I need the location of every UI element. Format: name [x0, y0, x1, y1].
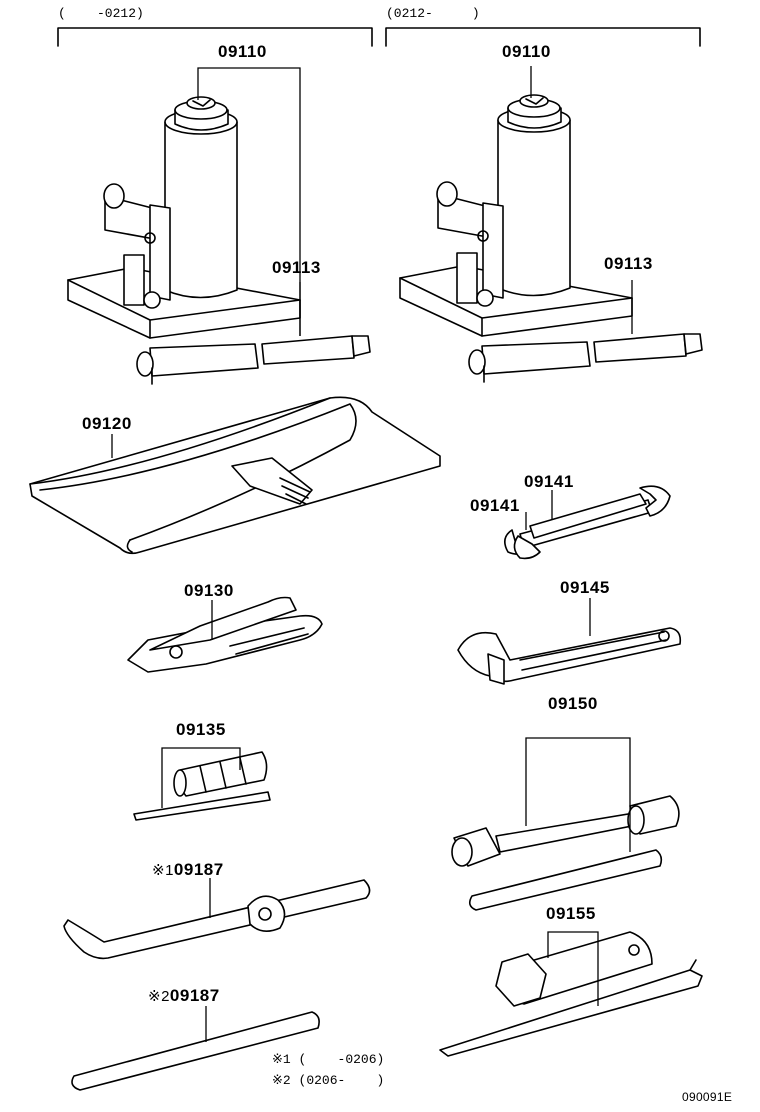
note-1: ※1 ( -0206) [272, 1052, 384, 1067]
part-number-handle-bar-2: 09187 [169, 986, 220, 1005]
note-2-text: (0206- ) [298, 1073, 385, 1088]
part-label-wheel-nut-wrench: 09150 [548, 694, 598, 713]
note-1-mark: ※1 [272, 1052, 291, 1067]
part-label-plug-wrench: 09155 [546, 904, 596, 923]
screwdriver [133, 751, 271, 821]
handle-bar-1 [63, 879, 371, 960]
adjustable-wrench [457, 627, 682, 685]
part-label-pliers: 09130 [184, 581, 234, 600]
part-label-handle-right: 09113 [604, 254, 653, 273]
drawing-code: 090091E [682, 1090, 733, 1104]
plug-wrench [439, 931, 703, 1057]
right-range-label: (0212- ) [386, 6, 480, 21]
left-range-bracket [57, 27, 373, 47]
part-number-handle-bar-1: 09187 [173, 860, 224, 879]
note-2-mark: ※2 [272, 1073, 291, 1088]
part-label-tool-bag: 09120 [82, 414, 132, 433]
part-label-handle-bar-1: ※109187 [152, 860, 224, 880]
leader-wheel-nut-wrench [525, 737, 631, 852]
part-label-handle-left: 09113 [272, 258, 321, 277]
left-range-label: ( -0212) [58, 6, 144, 21]
part-label-jack-left: 09110 [218, 42, 267, 61]
marker-1: ※1 [152, 862, 174, 879]
leader-plug-wrench [547, 931, 599, 1006]
bottle-jack-left [67, 96, 301, 339]
pliers [127, 596, 323, 673]
wheel-nut-wrench [451, 795, 680, 911]
note-2: ※2 (0206- ) [272, 1073, 384, 1088]
open-end-wrenches [504, 485, 671, 560]
tool-bag [29, 396, 441, 555]
leader-jack-left [197, 67, 301, 336]
part-label-screwdriver: 09135 [176, 720, 226, 739]
part-label-jack-right: 09110 [502, 42, 551, 61]
part-label-wrench-b: 09141 [470, 496, 520, 515]
note-1-text: ( -0206) [298, 1052, 385, 1067]
part-label-wrench-a: 09141 [524, 472, 574, 491]
part-label-adjustable-wrench: 09145 [560, 578, 610, 597]
part-label-handle-bar-2: ※209187 [148, 986, 220, 1006]
jack-handle-right [468, 333, 703, 383]
jack-handle-left [136, 335, 371, 385]
marker-2: ※2 [148, 988, 170, 1005]
bottle-jack-right [399, 94, 633, 337]
right-range-bracket [385, 27, 701, 47]
handle-bar-2 [71, 1011, 320, 1091]
leader-screwdriver [161, 747, 241, 808]
